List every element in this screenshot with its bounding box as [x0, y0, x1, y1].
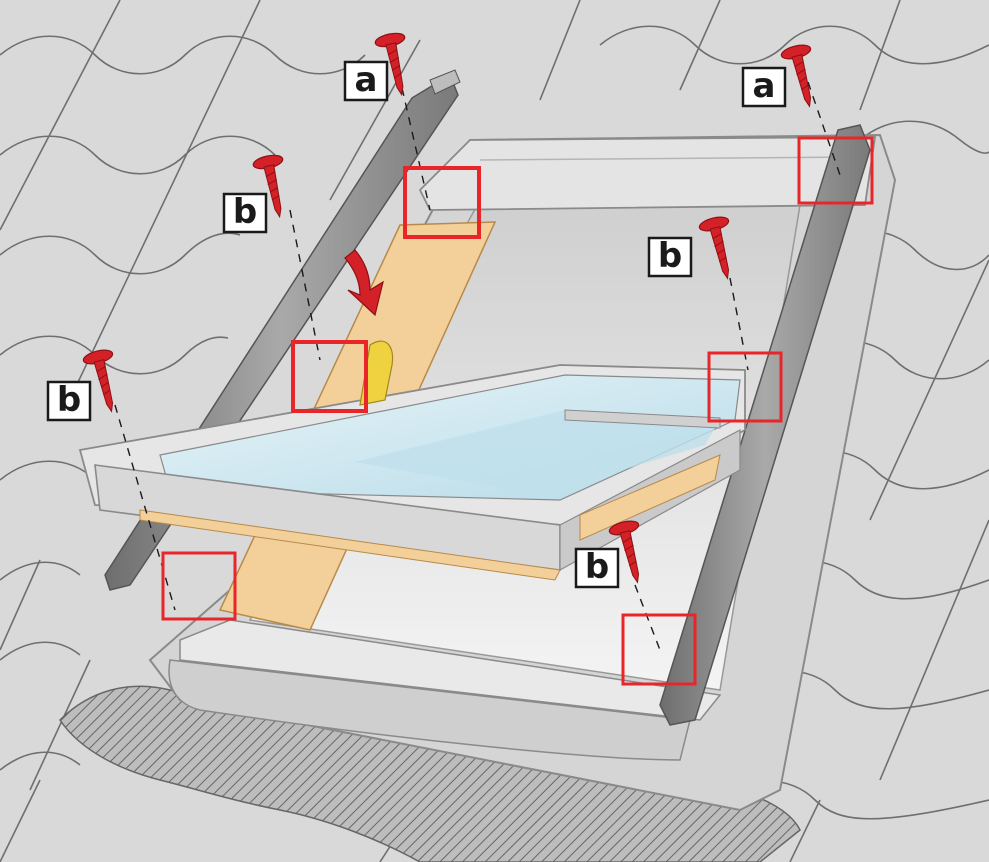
top-flashing-piece — [418, 136, 877, 211]
bottom-lip — [179, 619, 722, 721]
screw-icon — [374, 32, 406, 97]
screw-icon — [82, 349, 114, 413]
svg-text:b: b — [233, 192, 257, 232]
label-b-upper-right: b — [647, 236, 693, 278]
label-a-left: a — [343, 60, 389, 102]
svg-text:b: b — [57, 380, 81, 420]
svg-text:a: a — [753, 66, 776, 106]
window-sash — [78, 364, 746, 581]
label-a-right: a — [741, 66, 787, 108]
screw-icon — [608, 520, 640, 584]
label-b-upper-left: b — [222, 192, 268, 234]
screw-guide-lines — [114, 81, 841, 651]
label-b-lower-right: b — [574, 547, 620, 589]
svg-text:a: a — [355, 60, 378, 100]
screw-icon — [780, 44, 812, 108]
hinge-bracket — [359, 340, 394, 406]
red-curved-arrow-icon — [344, 249, 384, 317]
bottom-sill — [168, 659, 691, 761]
highlight-boxes — [161, 136, 874, 686]
screw-icon — [698, 216, 730, 280]
label-b-left: b — [46, 380, 92, 422]
bottom-flashing — [59, 685, 801, 862]
svg-text:b: b — [658, 236, 682, 276]
right-side-profile — [659, 124, 871, 726]
svg-text:b: b — [585, 547, 609, 587]
screw-icon — [252, 154, 284, 219]
